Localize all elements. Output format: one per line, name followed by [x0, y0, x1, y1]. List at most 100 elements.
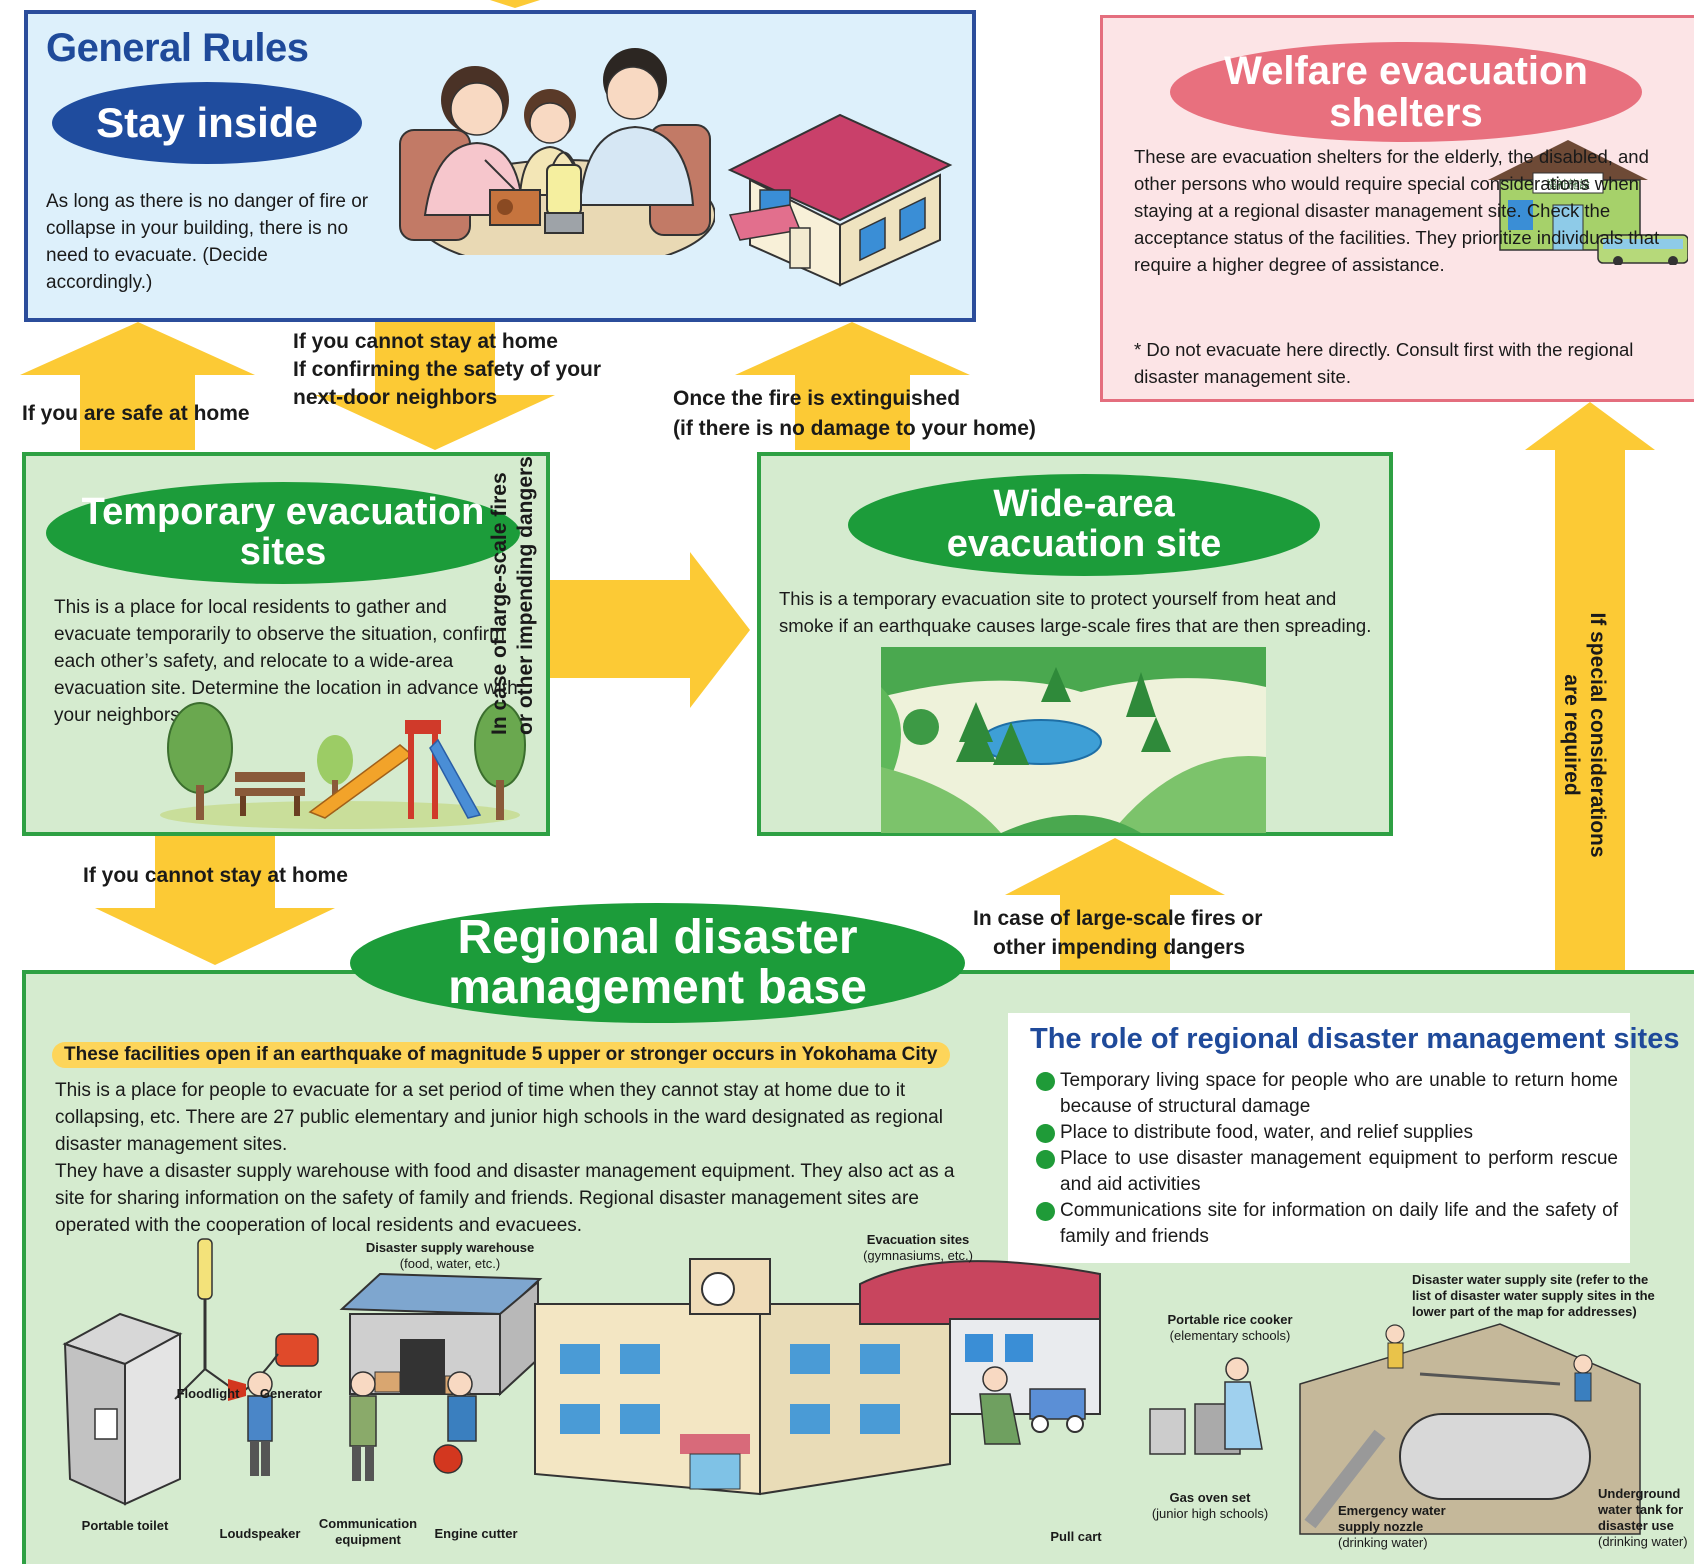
welfare-pill: Welfare evacuation shelters [1170, 42, 1642, 142]
loudspeaker-person-icon [228, 1371, 273, 1476]
caption-tank-3: disaster use [1598, 1518, 1674, 1533]
caption-tank: Underground water tank for disaster use … [1598, 1486, 1694, 1550]
caption-communication-1: Communication [318, 1516, 418, 1531]
arrow-down-regional [95, 836, 335, 965]
temporary-text: This is a place for local residents to g… [54, 597, 518, 726]
regional-highlight: These facilities open if an earthquake o… [52, 1042, 950, 1068]
caption-water-site-3: lower part of the map for addresses) [1412, 1304, 1637, 1319]
wide-area-pill-line1: Wide-area [993, 483, 1175, 526]
caption-water-site-2: list of disaster water supply sites in t… [1412, 1288, 1655, 1303]
label-large-fires-2: other impending dangers [993, 936, 1246, 959]
bullet-icon [1036, 1150, 1055, 1169]
arrow-top-stub [490, 0, 540, 8]
rice-cooker-icon [1149, 1357, 1263, 1455]
caption-tank-2: water tank for [1598, 1502, 1684, 1517]
regional-para2: They have a disaster supply warehouse wi… [55, 1161, 955, 1236]
caption-loudspeaker: Loudspeaker [219, 1526, 301, 1541]
caption-evac-sites: Evacuation sites (gymnasiums, etc.) [858, 1232, 978, 1264]
bullet-icon [1036, 1124, 1055, 1143]
temporary-pill-line1: Temporary evacuation [81, 491, 485, 534]
caption-water-site-1: Disaster water supply site (refer to the [1412, 1272, 1649, 1287]
caption-nozzle-3: (drinking water) [1338, 1535, 1428, 1550]
roles-panel: The role of regional disaster management… [1008, 1013, 1679, 1263]
roles-item-text: Temporary living space for people who ar… [1060, 1070, 1618, 1117]
label-cannot-stay-1: If you cannot stay at home [293, 330, 558, 353]
temporary-pill-line2: sites [239, 531, 327, 573]
roles-item-text: Place to use disaster management equipme… [1060, 1148, 1618, 1195]
caption-water-site: Disaster water supply site (refer to the… [1412, 1272, 1662, 1320]
label-large-fires-1: In case of large-scale fires or [973, 907, 1263, 930]
school-building-icon [534, 1258, 951, 1496]
arrow-up-fire-extinguished [735, 322, 970, 450]
regional-para1: This is a place for people to evacuate f… [55, 1080, 943, 1155]
portable-toilet-icon [62, 1312, 183, 1506]
label-safe-at-home: If you are safe at home [22, 402, 250, 425]
caption-pull-cart: Pull cart [1050, 1529, 1102, 1544]
label-fire-extinguished-1: Once the fire is extinguished [673, 387, 961, 410]
arrow-down-cannot-stay [315, 322, 555, 450]
engine-cutter-person-icon [433, 1371, 477, 1474]
roles-item-text: Communications site for information on d… [1060, 1200, 1618, 1247]
label-large-fires-vertical-2: or other impending dangers [514, 456, 537, 735]
arrow-up-regional-wide [1005, 838, 1225, 975]
caption-evac-sites-1: Evacuation sites [866, 1232, 970, 1247]
arrow-right-large-fires [548, 552, 750, 708]
welfare-building-illustration: 福祉施設 [1488, 140, 1688, 265]
stay-inside-pill: Stay inside [52, 82, 362, 164]
caption-gas-oven: Gas oven set (junior high schools) [1140, 1490, 1280, 1522]
caption-gas-oven-1: Gas oven set [1169, 1490, 1251, 1505]
label-large-fires-vertical-1: In case of large-scale fires [488, 472, 511, 735]
welfare-pill-line1: Welfare evacuation [1224, 49, 1588, 93]
caption-engine-cutter: Engine cutter [434, 1526, 518, 1541]
caption-warehouse-1: Disaster supply warehouse [365, 1240, 535, 1255]
caption-gas-oven-2: (junior high schools) [1151, 1506, 1269, 1521]
welfare-text-wrap-guard [1462, 143, 1512, 283]
stay-inside-pill-label: Stay inside [96, 98, 318, 146]
park-illustration [160, 702, 526, 829]
label-cannot-stay-3: next-door neighbors [293, 386, 498, 409]
bullet-icon [1036, 1072, 1055, 1091]
regional-pill-line2: management base [448, 961, 867, 1014]
caption-nozzle-1: Emergency water [1338, 1503, 1446, 1518]
caption-floodlight: Floodlight [176, 1386, 240, 1401]
welfare-building-sign: 福祉施設 [1546, 177, 1590, 191]
bullet-icon [1036, 1202, 1055, 1221]
caption-nozzle-2: supply nozzle [1338, 1519, 1424, 1534]
water-tank-icon [1299, 1323, 1641, 1535]
floodlight-icon [174, 1238, 241, 1400]
label-special-considerations: If special considerations are required [1558, 610, 1610, 860]
caption-generator: Generator [259, 1386, 323, 1401]
label-special-2: are required [1560, 674, 1583, 796]
caption-rice-cooker: Portable rice cooker (elementary schools… [1160, 1312, 1300, 1344]
caption-portable-toilet: Portable toilet [81, 1518, 169, 1533]
welfare-pill-line2: shelters [1329, 91, 1483, 135]
wide-area-pill-line2: evacuation site [946, 523, 1222, 565]
caption-tank-4: (drinking water) [1598, 1534, 1688, 1549]
label-fire-extinguished-2: (if there is no damage to your home) [673, 417, 1036, 440]
caption-nozzle: Emergency water supply nozzle (drinking … [1338, 1503, 1458, 1551]
wide-area-pill: Wide-area evacuation site [848, 474, 1320, 576]
regional-pill-line1: Regional disaster [457, 910, 858, 964]
caption-rice-cooker-2: (elementary schools) [1169, 1328, 1291, 1343]
caption-rice-cooker-1: Portable rice cooker [1167, 1312, 1293, 1327]
roles-item: Communications site for information on d… [1034, 1198, 1618, 1250]
house-illustration [727, 113, 953, 287]
label-cannot-stay-2: If confirming the safety of your [293, 358, 602, 381]
roles-title: The role of regional disaster management… [1030, 1023, 1680, 1055]
roles-list: Temporary living space for people who ar… [1034, 1068, 1618, 1250]
pull-cart-icon [979, 1366, 1086, 1445]
roles-item: Temporary living space for people who ar… [1034, 1068, 1618, 1120]
roles-item-text: Place to distribute food, water, and rel… [1060, 1122, 1473, 1143]
caption-tank-1: Underground [1598, 1486, 1681, 1501]
temporary-pill: Temporary evacuation sites [46, 482, 520, 584]
roles-item: Place to distribute food, water, and rel… [1034, 1120, 1618, 1146]
arrow-up-special [1525, 402, 1655, 972]
communication-person-icon [349, 1371, 377, 1481]
general-rules-heading: General Rules [46, 26, 309, 70]
label-cannot-stay-home: If you cannot stay at home [83, 864, 348, 887]
caption-evac-sites-2: (gymnasiums, etc.) [863, 1248, 973, 1263]
welfare-note: * Do not evacuate here directly. Consult… [1134, 339, 1634, 387]
facilities-illustration [62, 1238, 1641, 1535]
caption-communication-2: equipment [335, 1532, 401, 1547]
